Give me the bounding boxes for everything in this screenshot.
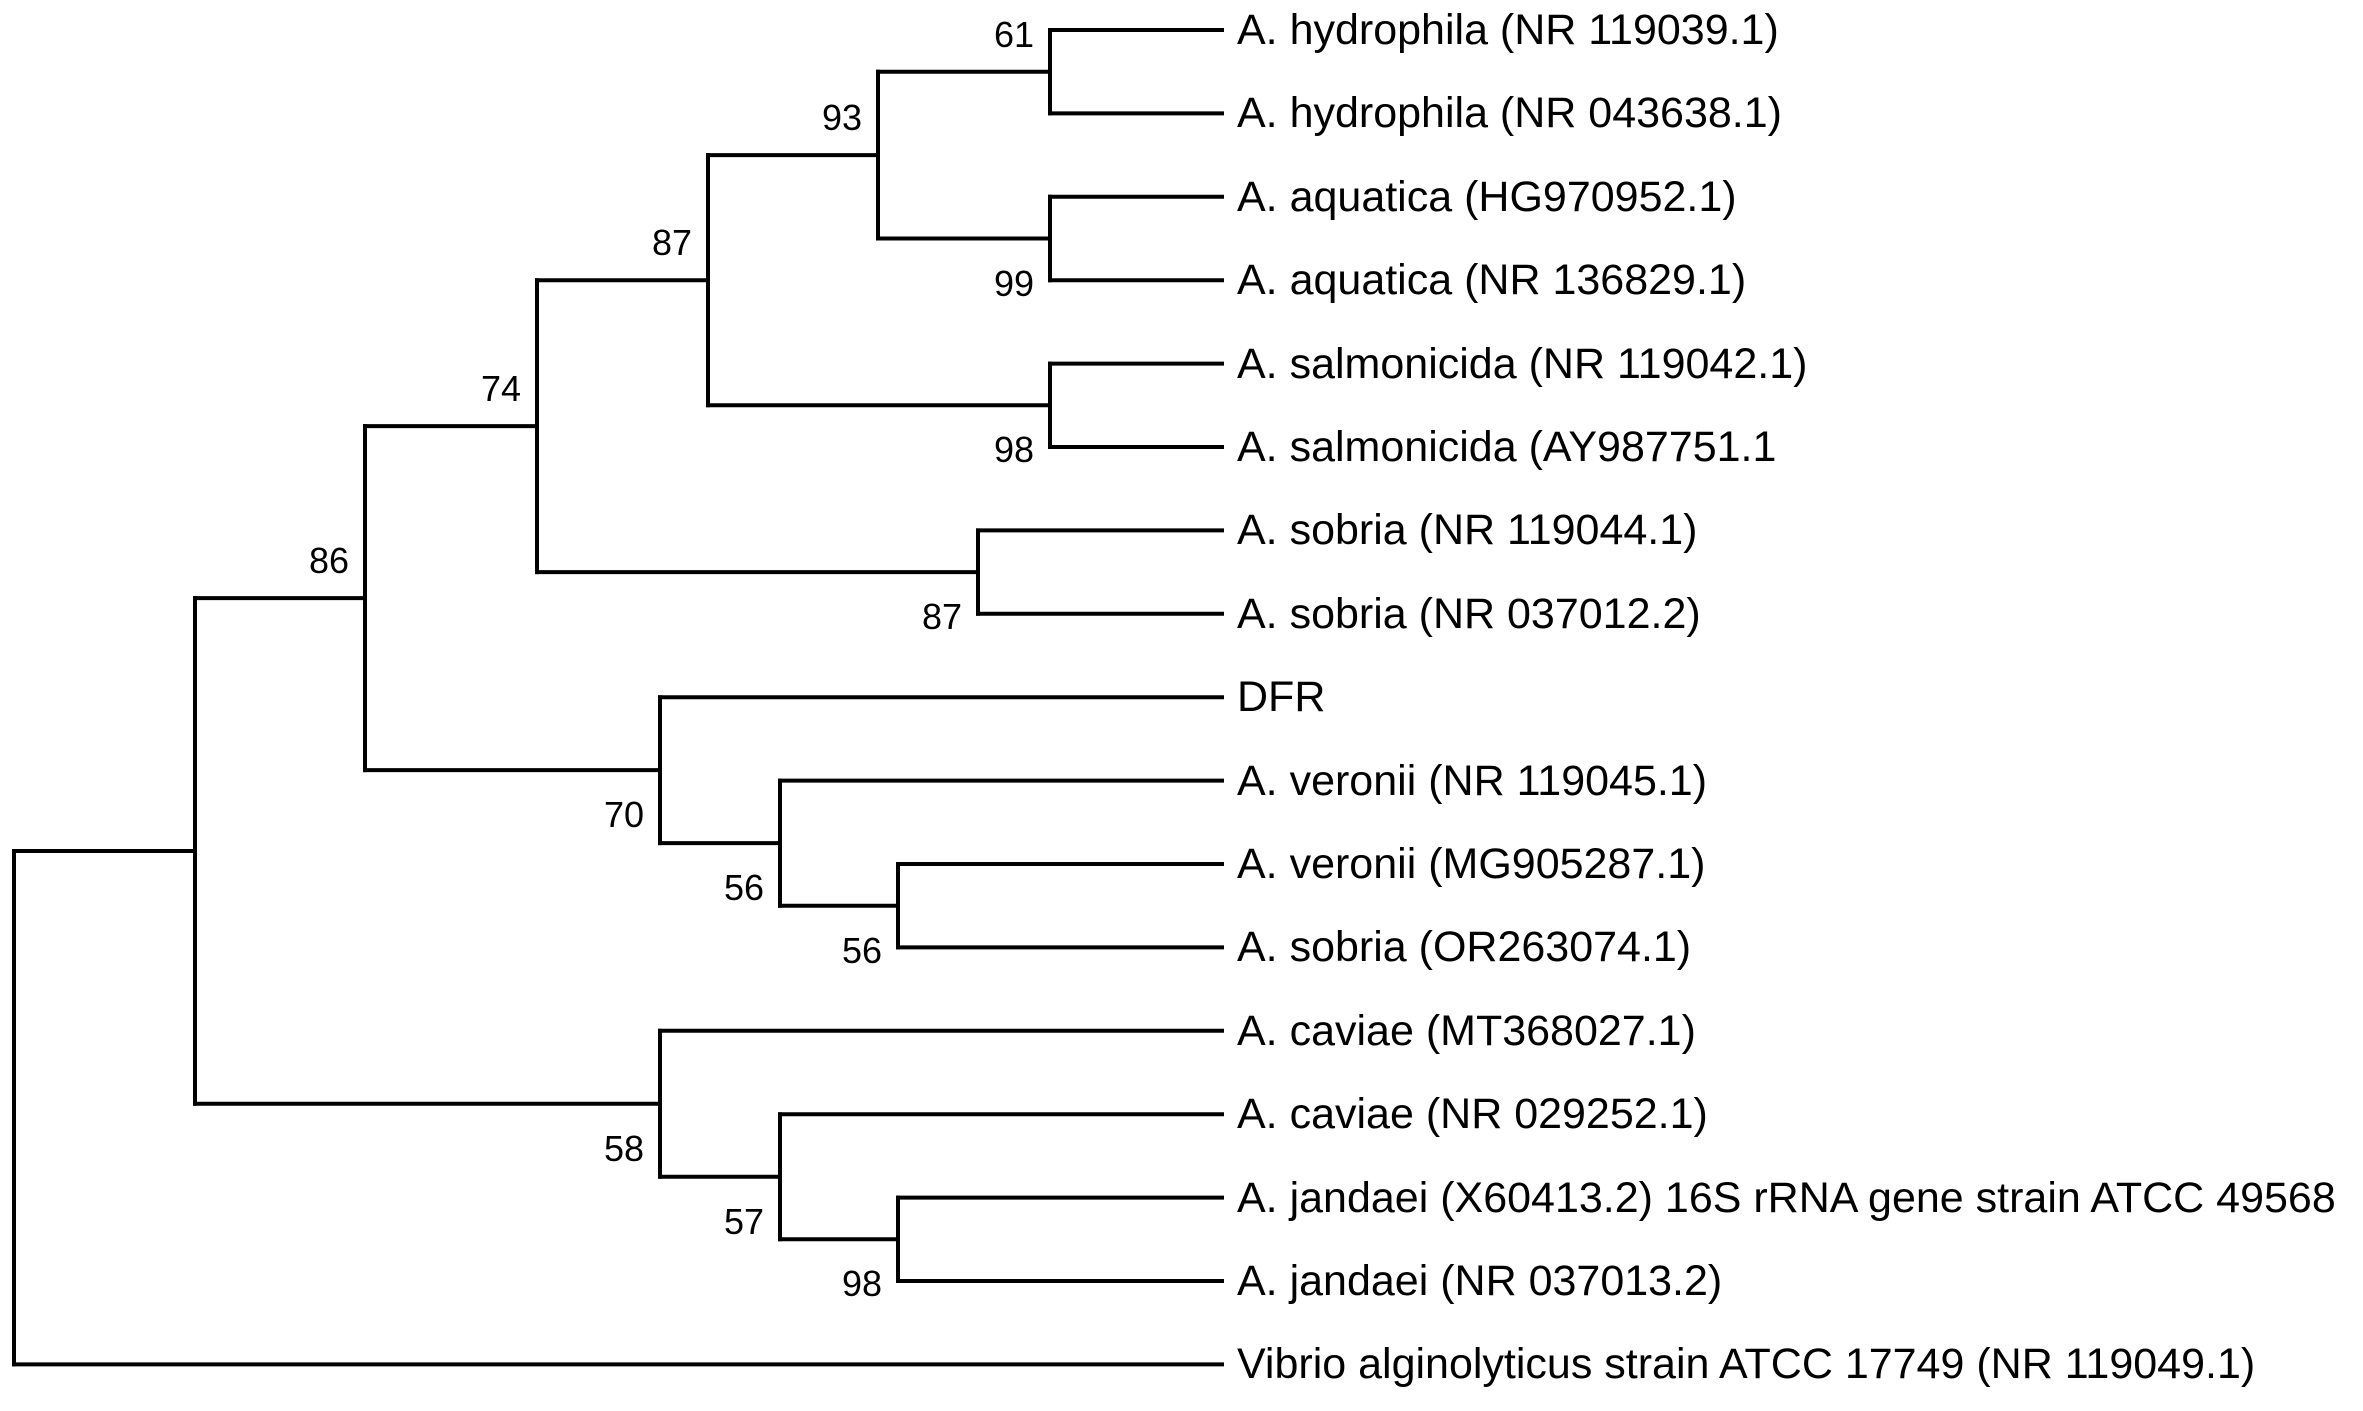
leaf-label: A. caviae (NR 029252.1) [1237,1090,1708,1139]
bootstrap-label: 57 [723,1200,764,1242]
bootstrap-label: 61 [993,13,1034,55]
bootstrap-label: 86 [308,540,349,582]
bootstrap-label: 98 [841,1263,882,1305]
bootstrap-label: 93 [821,97,862,139]
leaf-label: A. caviae (MT368027.1) [1237,1006,1696,1055]
leaf-label: A. jandaei (NR 037013.2) [1237,1257,1723,1305]
bootstrap-label: 98 [993,429,1034,471]
leaf-label: A. hydrophila (NR 043638.1) [1237,89,1782,138]
bootstrap-label: 99 [993,262,1034,304]
bootstrap-label: 74 [480,368,521,410]
leaf-label: A. sobria (NR 037012.2) [1237,589,1701,638]
leaf-label: A. aquatica (HG970952.1) [1237,172,1737,221]
leaf-label: A. salmonicida (AY987751.1 [1237,423,1777,471]
leaf-label: A. aquatica (NR 136829.1) [1237,256,1747,305]
leaf-label: A. jandaei (X60413.2) 16S rRNA gene stra… [1237,1173,2336,1222]
bootstrap-label: 87 [651,222,692,264]
leaf-label: A. sobria (OR263074.1) [1237,923,1692,972]
leaf-label: A. veronii (NR 119045.1) [1237,756,1708,805]
leaf-label: A. hydrophila (NR 119039.1) [1237,6,1779,54]
bootstrap-label: 58 [603,1127,644,1169]
leaf-label: A. sobria (NR 119044.1) [1237,506,1698,555]
leaf-label: Vibrio alginolyticus strain ATCC 17749 (… [1237,1340,2256,1389]
bootstrap-label: 56 [723,867,764,909]
bootstrap-label: 70 [603,794,644,836]
bootstrap-label: 87 [921,596,962,638]
leaf-label: A. salmonicida (NR 119042.1) [1237,339,1808,388]
bootstrap-label: 56 [841,929,882,971]
leaf-label: DFR [1237,673,1326,722]
leaf-label: A. veronii (MG905287.1) [1237,840,1706,888]
